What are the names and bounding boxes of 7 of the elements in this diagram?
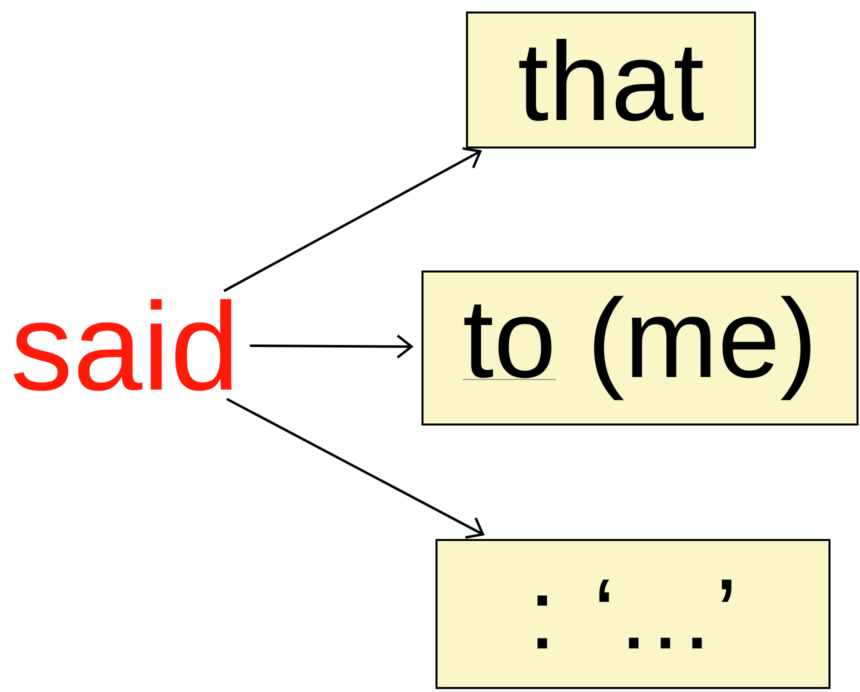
arrow — [223, 147, 482, 292]
quote-box: : ‘…’ — [436, 538, 830, 689]
arrow — [250, 334, 414, 359]
arrow — [226, 398, 485, 539]
word: said — [14, 299, 232, 391]
word-box: that — [466, 12, 756, 148]
word-box: to (me) — [422, 270, 858, 426]
